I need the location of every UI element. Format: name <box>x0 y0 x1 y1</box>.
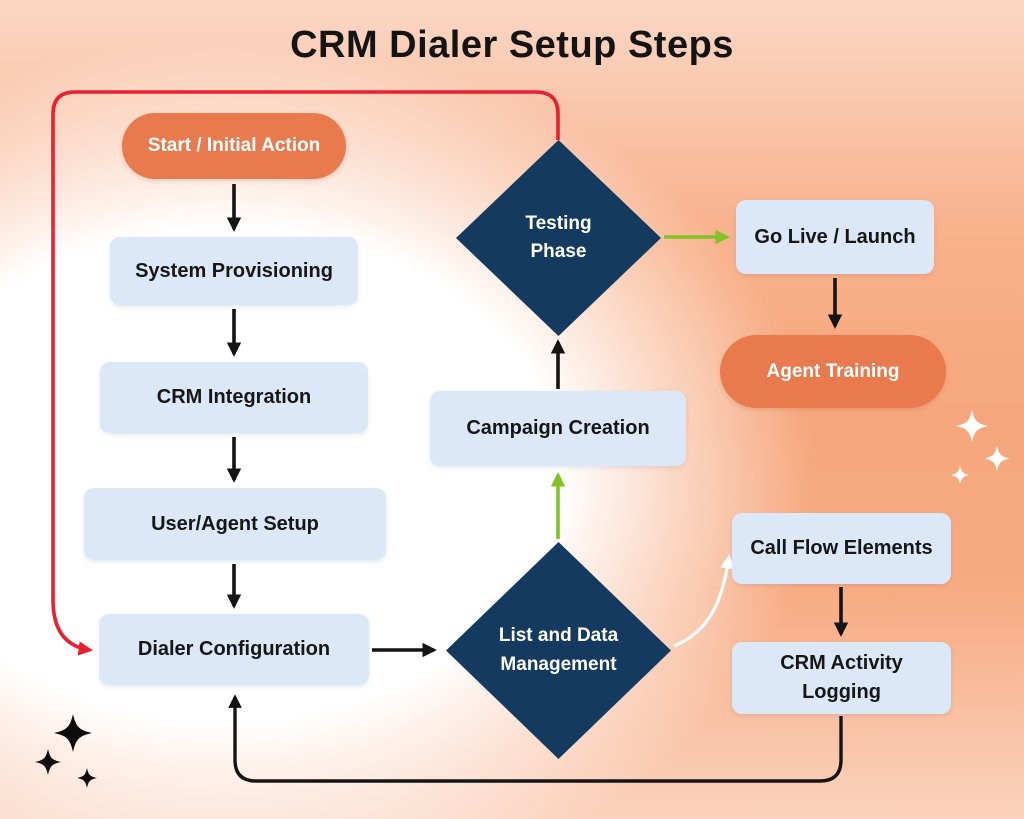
node-call-flow-elements-label: Call Flow Elements <box>750 537 933 559</box>
node-crm-activity-logging-label: CRM Activity Logging <box>780 652 903 703</box>
node-call-flow-elements: Call Flow Elements <box>732 513 951 584</box>
node-dialer-configuration-label: Dialer Configuration <box>137 638 331 660</box>
node-campaign-creation: Campaign Creation <box>430 391 686 466</box>
page-title: CRM Dialer Setup Steps <box>290 24 734 66</box>
node-crm-activity-logging: CRM Activity Logging <box>732 642 951 714</box>
edge-listdata-to-callflow-white <box>673 554 735 648</box>
node-user-agent-setup-label: User/Agent Setup <box>151 512 319 535</box>
sparkle-icon <box>35 714 97 788</box>
node-testing-phase: Testing Phase <box>456 140 661 336</box>
node-system-provisioning: System Provisioning <box>110 237 358 305</box>
node-system-provisioning-label: System Provisioning <box>135 259 333 282</box>
node-agent-training-label: Agent Training <box>766 360 900 382</box>
node-dialer-configuration: Dialer Configuration <box>99 614 369 685</box>
node-go-live-label: Go Live / Launch <box>754 225 916 248</box>
node-user-agent-setup: User/Agent Setup <box>84 488 386 560</box>
sparkle-icon <box>951 410 1010 484</box>
node-crm-integration-label: CRM Integration <box>156 386 312 408</box>
node-crm-integration: CRM Integration <box>100 362 368 433</box>
node-start-label: Start / Initial Action <box>147 135 321 156</box>
node-testing-phase-label: Testing Phase <box>525 212 592 263</box>
node-list-data-management-label: List and Data Management <box>498 625 619 675</box>
node-list-data-management: List and Data Management <box>446 542 671 759</box>
node-agent-training: Agent Training <box>720 335 946 408</box>
node-start: Start / Initial Action <box>122 113 346 179</box>
node-go-live: Go Live / Launch <box>736 200 934 274</box>
node-campaign-creation-label: Campaign Creation <box>466 417 650 439</box>
